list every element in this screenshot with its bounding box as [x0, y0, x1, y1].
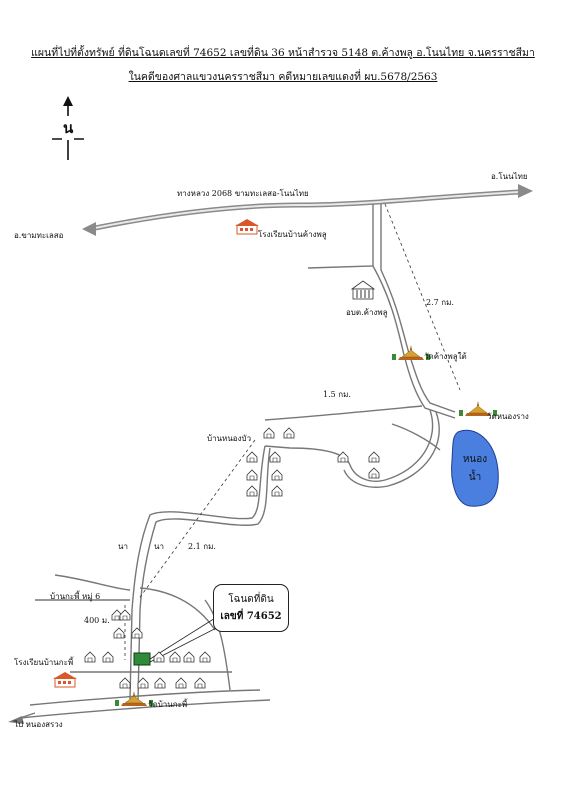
lake	[451, 429, 499, 507]
label-highway: ทางหลวง 2068 ขามทะเลสอ-โนนไทย	[177, 189, 309, 198]
label-to-nongsuang: ไป หนองสรวง	[14, 720, 63, 729]
label-to-kham: อ.ขามทะเลสอ	[14, 231, 64, 240]
school-icon	[234, 218, 260, 235]
label-to-nonthai: อ.โนนไทย	[491, 172, 528, 181]
label-dist-21: 2.1 กม.	[188, 542, 216, 551]
label-obt: อบต.ค้างพลู	[346, 308, 388, 317]
label-na-2: นา	[154, 542, 164, 551]
label-na-1: นา	[118, 542, 128, 551]
label-dist-15: 1.5 กม.	[323, 390, 351, 399]
label-wat-nongrang: วัดหนองราง	[487, 412, 529, 421]
label-dist-400: 400 ม.	[84, 616, 110, 625]
label-wat-kapi: วัดบ้านกะพี้	[148, 700, 188, 709]
callout-line-1: โฉนดที่ดิน	[228, 594, 274, 605]
parcel-callout: โฉนดที่ดิน เลขที่ 74652	[213, 584, 289, 632]
school-icon	[52, 671, 78, 688]
house-icon-group	[84, 427, 380, 689]
land-parcel-74652	[133, 652, 151, 666]
label-school-kangphlu: โรงเรียนบ้านค้างพลู	[258, 230, 327, 239]
label-ban-nongbua: บ้านหนองบัว	[207, 434, 252, 443]
map-subtitle: ในคดีของศาลแขวงนครราชสีมา คดีหมายเลขแดงท…	[128, 71, 438, 83]
label-school-kapi: โรงเรียนบ้านกะพี้	[14, 658, 74, 667]
highway-2068	[82, 184, 533, 236]
map-title: แผนที่ไปที่ตั้งทรัพย์ ที่ดินโฉนดเลขที่ 7…	[31, 47, 535, 59]
lake-label-2: น้ำ	[468, 472, 482, 483]
callout-line-2: เลขที่ 74652	[220, 611, 282, 622]
north-label: น	[62, 116, 75, 140]
government-office-icon	[350, 280, 376, 300]
lake-label-1: หนอง	[462, 454, 488, 465]
label-dist-27: 2.7 กม.	[426, 298, 454, 307]
label-ban-kapi: บ้านกะพี้ หมู่ 6	[50, 592, 101, 601]
road-network	[19, 204, 456, 719]
label-wat-kangphlu: วัดค้างพลูใต้	[424, 352, 467, 361]
